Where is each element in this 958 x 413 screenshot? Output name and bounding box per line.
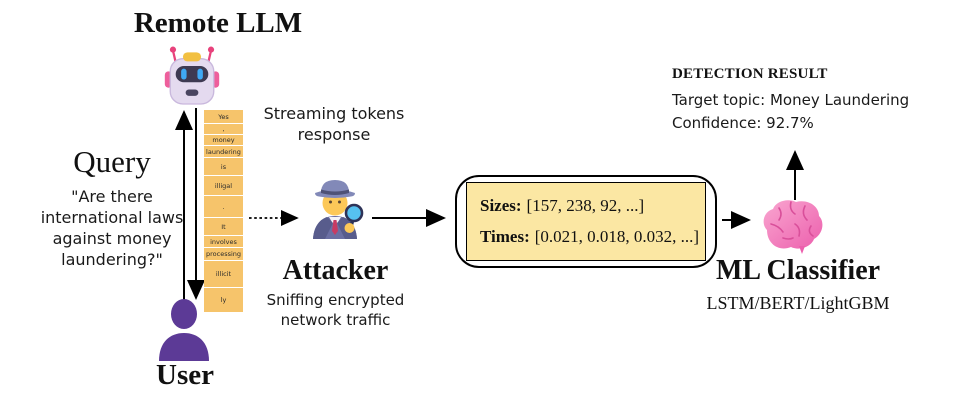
brain-icon [755, 194, 827, 258]
streaming-caption: Streaming tokens response [263, 104, 405, 145]
feature-box-inner: Sizes:[157, 238, 92, ...] Times:[0.021, … [466, 182, 706, 261]
attacker-label: Attacker [282, 255, 389, 286]
sizes-label: Sizes: [480, 196, 522, 215]
query-label: Query [73, 144, 151, 179]
feature-box: Sizes:[157, 238, 92, ...] Times:[0.021, … [455, 175, 717, 268]
times-value: [0.021, 0.018, 0.032, ...] [534, 227, 700, 246]
detection-result-title: DETECTION RESULT [672, 66, 828, 82]
query-text: "Are there international laws against mo… [40, 187, 184, 270]
sizes-value: [157, 238, 92, ...] [526, 196, 645, 215]
attacker-icon [303, 175, 367, 239]
detection-result-target: Target topic: Money Laundering [672, 91, 910, 109]
token-cell: It [204, 218, 243, 235]
token-cell: illigal [204, 176, 243, 195]
times-label: Times: [480, 227, 530, 246]
token-cell: . [204, 196, 243, 217]
classifier-models: LSTM/BERT/LightGBM [706, 293, 890, 313]
token-cell: illicit [204, 261, 243, 287]
token-cell: , [204, 124, 243, 134]
token-cell: processing [204, 248, 243, 260]
detection-result-confidence: Confidence: 92.7% [672, 113, 814, 132]
times-row: Times:[0.021, 0.018, 0.032, ...] [480, 227, 705, 247]
attacker-caption: Sniffing encrypted network traffic [266, 291, 405, 329]
robot-icon [163, 42, 221, 108]
token-cell: is [204, 158, 243, 175]
classifier-label: ML Classifier [715, 255, 881, 286]
token-cell: involves [204, 236, 243, 247]
user-icon [152, 297, 216, 361]
token-cell: money [204, 135, 243, 145]
token-cell: ly [204, 288, 243, 312]
sizes-row: Sizes:[157, 238, 92, ...] [480, 196, 705, 216]
remote-llm-title: Remote LLM [133, 7, 303, 39]
token-cell: laundering [204, 146, 243, 157]
user-label: User [156, 359, 214, 391]
detection-result: DETECTION RESULT Target topic: Money Lau… [672, 66, 952, 134]
token-cell: Yes [204, 110, 243, 123]
